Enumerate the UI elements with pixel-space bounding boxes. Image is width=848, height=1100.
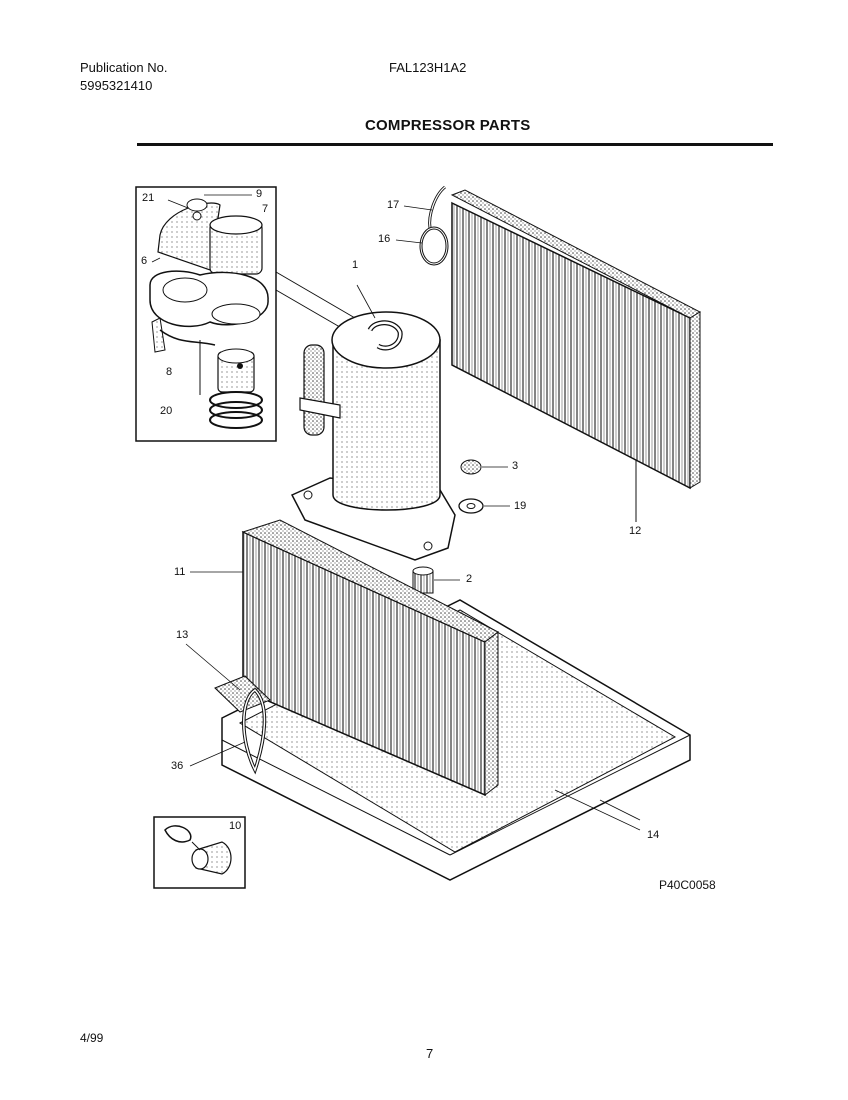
page-number: 7 xyxy=(426,1046,434,1061)
callout-20: 20 xyxy=(160,405,173,417)
revision-date: 4/99 xyxy=(80,1031,104,1045)
coil-strap xyxy=(185,643,271,775)
title-rule xyxy=(137,143,773,146)
callout-36: 36 xyxy=(171,760,184,772)
callout-17: 17 xyxy=(387,199,400,211)
leader-14 xyxy=(554,789,641,831)
callout-19: 19 xyxy=(514,500,527,512)
callout-13: 13 xyxy=(176,629,189,641)
publication-number: 5995321410 xyxy=(80,78,153,93)
callout-16: 16 xyxy=(378,233,391,245)
callout-2: 2 xyxy=(466,573,473,585)
callout-11: 11 xyxy=(174,566,186,578)
evaporator-coil xyxy=(190,519,499,797)
callout-10: 10 xyxy=(229,820,242,832)
callout-12: 12 xyxy=(629,525,642,537)
mounting-spring xyxy=(412,566,460,594)
drawing-code: P40C0058 xyxy=(659,878,716,892)
page-title: COMPRESSOR PARTS xyxy=(365,117,531,134)
callout-14: 14 xyxy=(647,829,660,841)
callout-6: 6 xyxy=(141,255,148,267)
callout-21: 21 xyxy=(142,192,155,204)
grommet-and-washer xyxy=(458,459,510,514)
callout-3: 3 xyxy=(512,460,519,472)
callout-9: 9 xyxy=(256,188,263,200)
compressor xyxy=(290,284,456,561)
callout-8: 8 xyxy=(166,366,173,378)
callout-7: 7 xyxy=(262,203,269,215)
inset-box-overload xyxy=(135,186,356,442)
callout-1: 1 xyxy=(352,259,359,271)
inset-box-bumper xyxy=(153,816,246,889)
model-number: FAL123H1A2 xyxy=(389,60,467,75)
publication-label: Publication No. xyxy=(80,60,168,75)
discharge-tube xyxy=(395,185,449,266)
condenser-coil xyxy=(450,189,702,522)
